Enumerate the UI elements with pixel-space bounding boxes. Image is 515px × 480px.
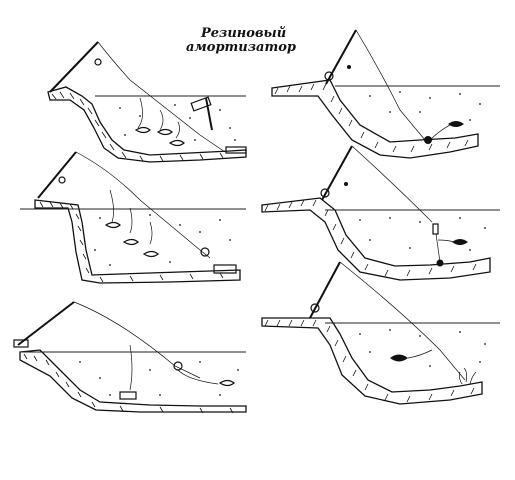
bank — [261, 317, 483, 405]
bank — [271, 79, 479, 159]
fish-3 — [142, 250, 159, 258]
main-line — [351, 145, 433, 223]
bank-hatch — [264, 319, 475, 403]
fish-1 — [218, 379, 235, 387]
water-specks — [359, 329, 486, 367]
sinker — [225, 146, 247, 154]
rod-reel — [320, 188, 330, 198]
panel-long-cast — [13, 301, 247, 414]
rod-reel — [58, 176, 66, 184]
leader — [407, 349, 433, 359]
sinker — [424, 136, 432, 144]
main-line — [73, 301, 201, 379]
bank — [34, 199, 241, 284]
bank — [19, 349, 247, 413]
rod-butt — [13, 339, 29, 348]
water-specks — [79, 361, 239, 396]
bank-hatch — [51, 91, 224, 162]
leaders — [137, 97, 180, 139]
fish-1 — [390, 354, 408, 362]
bank-hatch — [23, 353, 234, 414]
panel-rubber-absorber — [47, 41, 247, 163]
weed — [458, 367, 477, 385]
sinker — [119, 391, 137, 400]
fishing-rod — [17, 301, 75, 346]
water-specks — [94, 214, 231, 266]
fish-3 — [168, 139, 185, 147]
leader-2 — [437, 239, 455, 243]
caption-rubber: Резиновый — [201, 26, 287, 41]
water-specks — [119, 104, 236, 141]
leaders — [129, 344, 219, 391]
fishing-rod — [49, 41, 99, 93]
panel-float-rig — [261, 145, 500, 281]
sinker — [213, 264, 237, 274]
bank-hatch — [264, 199, 477, 277]
bank-hatch — [39, 201, 224, 283]
bank — [261, 197, 491, 281]
rod-bell — [344, 182, 348, 186]
fish-2 — [156, 128, 173, 136]
leader — [435, 233, 441, 263]
water-specks — [359, 217, 486, 251]
main-line — [355, 29, 426, 141]
rod-reel — [94, 58, 102, 66]
leader — [429, 123, 453, 141]
fish-1 — [134, 126, 151, 134]
fishing-rod — [321, 145, 353, 201]
fish-2 — [122, 238, 139, 246]
bank — [47, 86, 247, 163]
sinker — [436, 259, 444, 267]
float — [432, 223, 439, 235]
float — [200, 247, 210, 257]
rod-reel — [310, 303, 320, 313]
fish-1 — [104, 221, 121, 229]
absorber-block — [190, 96, 212, 112]
fish-1 — [448, 121, 464, 127]
panel-spinning-rig — [261, 261, 500, 405]
fish-1 — [452, 239, 468, 245]
fishing-rod — [325, 29, 357, 85]
panel-leaders-rig — [20, 151, 246, 284]
rod-bell — [347, 65, 351, 69]
caption-shock-absorber: амортизатор — [186, 40, 296, 55]
fishing-rod — [309, 261, 341, 319]
panel-bottom-rig — [271, 29, 500, 159]
fishing-rod — [37, 151, 77, 199]
main-line — [75, 151, 211, 259]
rod-reel — [324, 71, 334, 81]
absorber-peg — [205, 97, 213, 131]
bank-hatch — [274, 83, 469, 153]
main-line — [97, 41, 226, 153]
water-specks — [369, 91, 481, 121]
main-line — [339, 261, 466, 381]
leaders — [109, 189, 153, 245]
